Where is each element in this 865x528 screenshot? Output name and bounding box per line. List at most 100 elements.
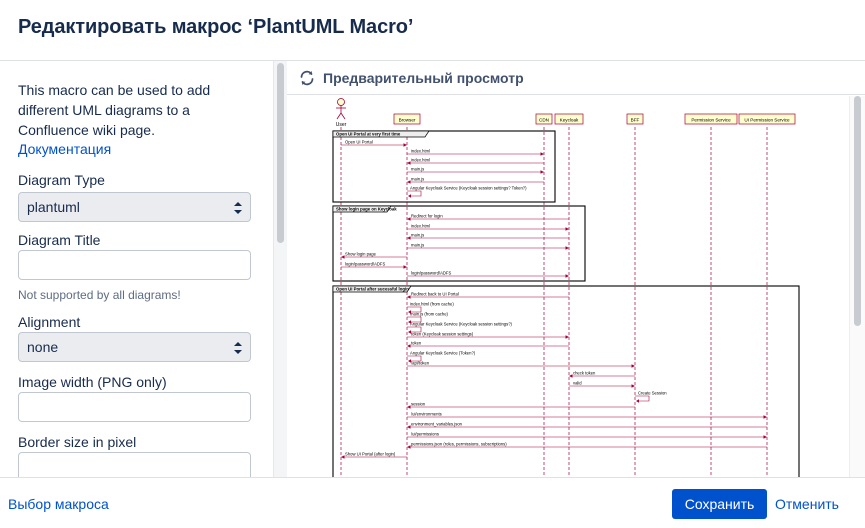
dialog-header: Редактировать макрос ‘PlantUML Macro’ [0,0,865,61]
self-message [407,316,422,323]
preview-title: Предварительный просмотр [323,70,524,86]
refresh-icon[interactable] [298,69,316,87]
border-size-label: Border size in pixel [18,434,137,450]
arrow-head [403,265,407,269]
participant-box [684,113,738,125]
group-tab [332,285,412,293]
actor-leg [336,112,342,120]
message-label: index.html [411,224,430,229]
diagram-title-hint: Not supported by all diagrams! [18,288,181,302]
participant-box [738,113,796,125]
macro-browser-link[interactable]: Выбор макроса [8,496,109,512]
arrow-head [407,295,411,299]
message-label: token [411,341,422,346]
participant-label: CDN [539,117,549,122]
arrow-head [408,194,411,198]
message-label: Angular Keycloak Service (Token?) [410,351,476,356]
dialog-title: Редактировать макрос ‘PlantUML Macro’ [18,16,414,38]
alignment-label: Alignment [18,314,81,330]
message-label: main.js [411,233,424,238]
message-label: Angular Keycloak Service (Keycloak sessi… [410,322,513,327]
save-button[interactable]: Сохранить [672,489,767,519]
alignment-value: none [27,339,59,355]
group-tab [332,205,392,213]
arrow-head [407,405,411,409]
diagram-title-input[interactable] [18,250,251,280]
message-label: token (Keycloak session settings) [411,332,474,337]
right-scroll-thumb[interactable] [854,96,861,326]
participant-box [393,113,421,125]
message-label: main.js [411,167,424,172]
message-label: /api/token [411,361,430,366]
message-label: Create Session [638,391,667,396]
arrow-head [631,364,635,368]
message-label: Open UI Portal [345,140,373,145]
message-label: Redirect back to UI Portal [411,292,459,297]
arrow-head [408,359,411,363]
arrow-head [408,320,411,324]
left-scroll-thumb[interactable] [277,63,284,243]
arrow-head [407,217,411,221]
documentation-link[interactable]: Документация [18,141,112,157]
arrow-head [341,455,345,459]
message-label: main.js [411,177,424,182]
alignment-select[interactable]: none [18,332,251,362]
group-tab [332,130,430,138]
diagram-type-select[interactable]: plantuml [18,192,251,222]
arrow-head [540,152,544,156]
participant-label: Permission Service [691,117,731,122]
select-arrows-icon [234,342,242,354]
arrow-head [565,274,569,278]
participant-box [626,113,644,125]
cancel-button[interactable]: Отменить [775,496,839,512]
arrow-head [763,415,767,419]
arrow-head [408,330,411,334]
participant-label: Browser [399,117,416,122]
group-label: Open UI Portal after sucessful login [336,287,409,292]
message-label: /ui/environments [411,412,442,417]
image-width-input[interactable] [18,392,251,422]
arrow-head [407,161,411,165]
group-frame [332,205,586,282]
message-label: main.js (from cache) [410,312,449,317]
macro-description: This macro can be used to add different … [18,82,211,138]
arrow-head [540,170,544,174]
diagram-title-label: Diagram Title [18,232,101,248]
preview-header: Предварительный просмотр [287,61,865,95]
group-frame [332,130,556,203]
participant-label: User [336,122,347,128]
participant-label: Keycloak [560,117,579,122]
actor-icon [336,98,346,120]
message-label: login/password/ADFS [411,271,451,276]
diagram-type-value: plantuml [27,199,80,215]
diagram-type-label: Diagram Type [18,172,105,188]
right-scrollbar[interactable] [849,96,865,477]
message-label: index.html (from cache) [410,302,454,307]
actor-head [337,98,345,106]
arrow-head [407,180,411,184]
arrow-head [407,236,411,240]
left-scrollbar[interactable] [273,61,287,477]
participant-box [535,113,553,125]
arrow-head [565,246,569,250]
arrow-head [407,344,411,348]
dialog-footer: Выбор макроса Сохранить Отменить [0,477,865,528]
arrow-head [408,310,411,314]
arrow-head [565,335,569,339]
message-label: valid [573,381,582,386]
message-label: permissions.json (roles, permissions, su… [411,442,507,447]
arrow-head [407,425,411,429]
self-message [407,306,422,313]
border-size-input[interactable] [18,452,251,477]
arrow-head [569,374,573,378]
message-label: Redirect for login [411,214,443,219]
arrow-head [636,399,639,403]
message-label: /ui/permissions [411,432,439,437]
group-frame [332,285,800,477]
message-label: Angular Keycloak Service (Keycloak sessi… [410,186,527,191]
self-message [407,190,422,197]
arrow-head [631,384,635,388]
message-label: index.html [411,158,430,163]
